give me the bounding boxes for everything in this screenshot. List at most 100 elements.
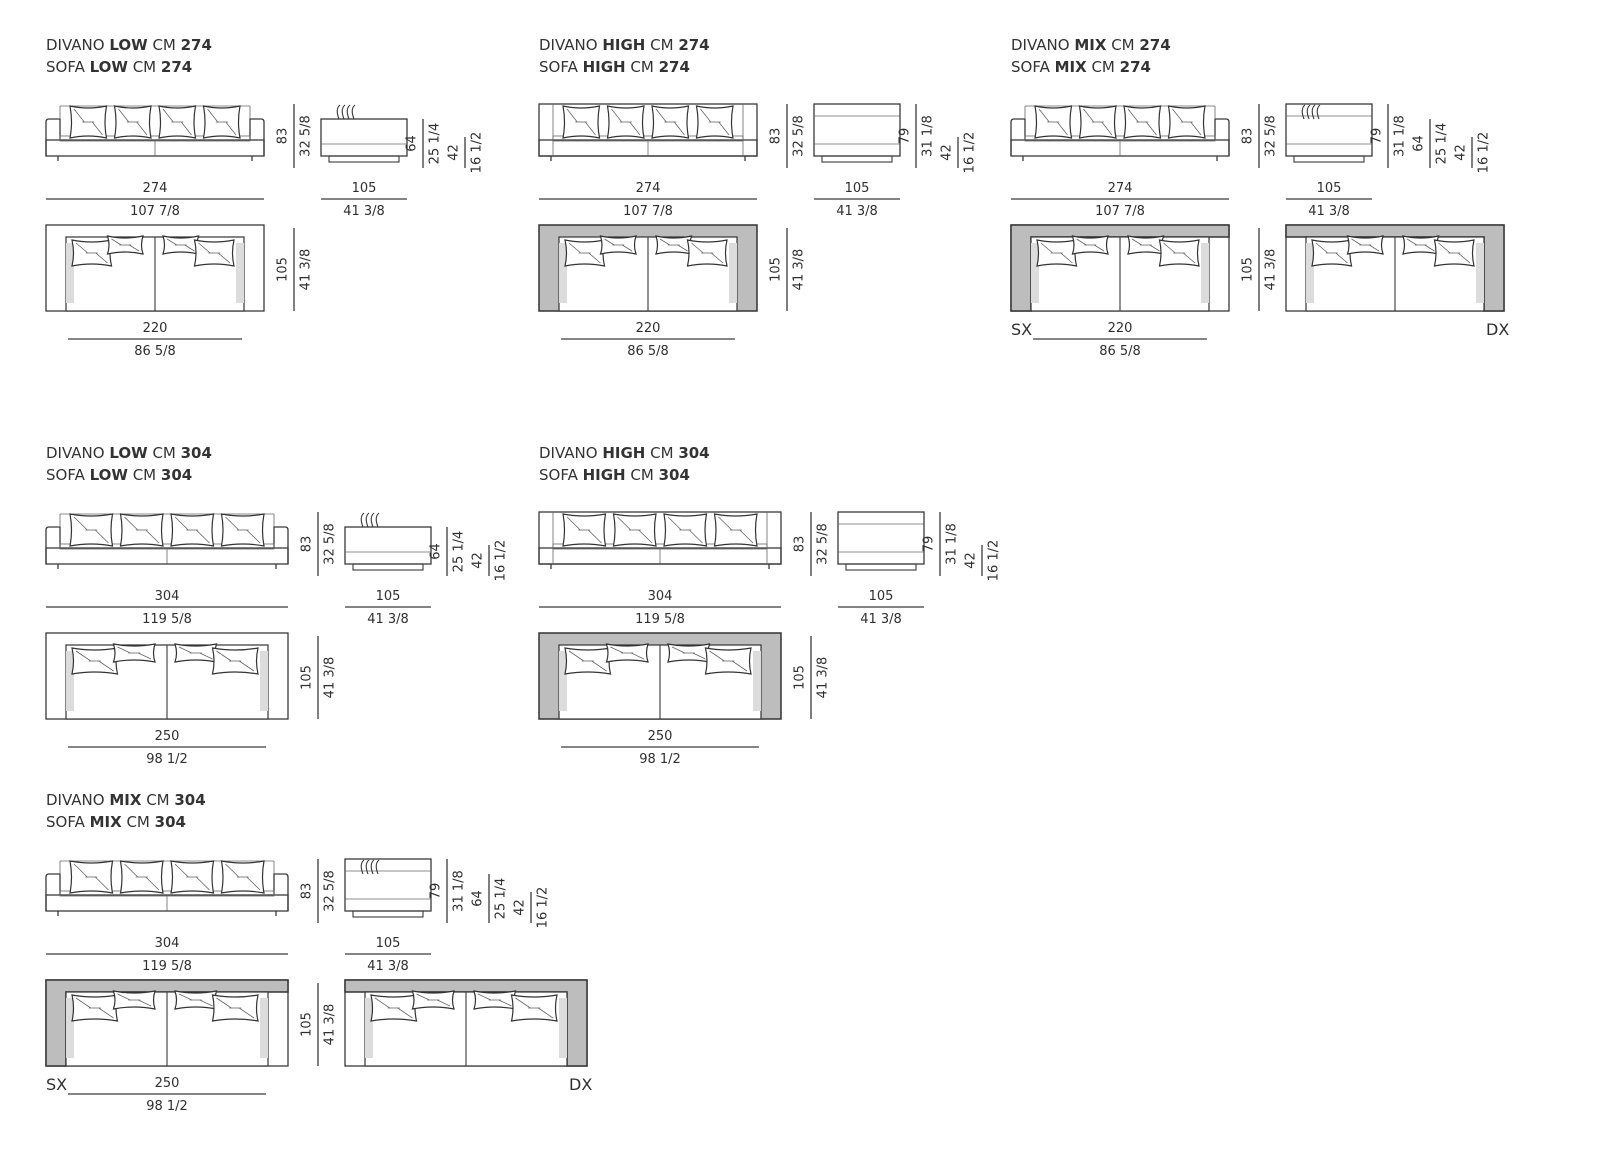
side-view [320,104,408,163]
cushion-crease [709,650,725,662]
dimension-in: 41 3/8 [299,249,314,291]
cushion-crease [1040,242,1054,254]
cushion-crease [498,999,512,1007]
title-part-mid: CM [128,58,161,76]
dimension-cm: 64 [405,135,420,152]
dimension-in: 119 5/8 [142,959,192,974]
dimension-cm: 79 [1370,128,1385,145]
dimension-cm: 250 [155,729,180,744]
top-view [45,224,265,312]
cushion-crease [655,108,667,123]
arm-shadow [1306,243,1314,303]
back-cushion-lines [1316,104,1321,120]
dimension-in: 41 3/8 [323,1004,338,1046]
cushion-crease [117,646,131,654]
title-part-pre: SOFA [46,466,90,484]
dimension-cm: 304 [155,589,180,604]
dimension-in: 32 5/8 [323,870,338,912]
title-part-bold: LOW [109,444,148,462]
back-cushion-lines [341,104,346,120]
side-plinth [1293,155,1365,163]
cushion-crease [75,242,89,254]
cushion-crease [1438,242,1451,254]
dimension-cm: 42 [940,144,955,161]
dimension-cm: 105 [300,1012,315,1037]
front-view [45,860,289,916]
title-part-mid: CM [122,813,155,831]
cushion-crease [225,863,240,878]
cushion-crease [397,1007,413,1019]
title-part-mid: CM [141,791,174,809]
dimension-in: 41 3/8 [836,204,878,219]
side-plinth [821,155,893,163]
arm-shadow [66,651,74,711]
group-title: DIVANO HIGH CM 304 [539,444,710,462]
cushion-crease [588,252,601,264]
cushion-crease [124,516,139,531]
arm-shadow [559,998,567,1058]
dimension-cm: 304 [155,936,180,951]
top-view [45,632,289,720]
side-plinth [352,563,424,571]
cushion-crease [1101,121,1113,136]
side-high-block [1285,103,1373,157]
dimension-cm: 83 [1241,128,1256,145]
back-cushion-lines [365,512,370,528]
dimension-in: 31 1/8 [921,115,936,157]
sx-label: SX [1011,320,1032,339]
cushion-crease [688,529,703,544]
cushion-crease [124,863,139,878]
cushion-crease [538,1007,554,1019]
arm-shadow [66,998,74,1058]
dimension-cm: 105 [845,181,870,196]
cushion-crease [710,252,724,264]
title-part-num: 304 [174,791,205,809]
title-part-num: 274 [678,36,709,54]
top-view [1010,224,1230,312]
side-low-block [320,118,408,157]
cushion-crease [1149,244,1160,252]
seat-cushion-line [59,135,251,142]
dimension-in: 32 5/8 [323,523,338,565]
cushion-crease [207,108,219,123]
back-cushion-lines [336,104,341,120]
cushion-crease [1172,108,1184,123]
sofa-arms [1010,118,1230,156]
cushion-crease [217,252,231,264]
title-part-bold: LOW [109,36,148,54]
dimension-cm: 220 [1108,321,1133,336]
back-cushion-lines [370,859,375,875]
dimension-in: 98 1/2 [639,752,681,767]
title-part-num: 304 [181,444,212,462]
cushion-crease [174,516,189,531]
dimension-cm: 42 [513,899,528,916]
side-plinth [328,155,400,163]
dimension-in: 31 1/8 [945,523,960,565]
horizontal-dimension: 304 119 5/8 [46,936,288,974]
cushion-crease [136,121,148,136]
cushion-crease [1131,238,1142,246]
title-part-pre: SOFA [539,466,583,484]
cushion-crease [587,529,602,544]
cushion-crease [732,660,748,672]
cushion-crease [1182,252,1196,264]
cushion-crease [691,242,704,254]
title-part-bold: MIX [1055,58,1088,76]
cushion-crease [166,238,177,246]
group-title: SOFA MIX CM 274 [1011,58,1151,76]
cushion-crease [129,244,140,252]
front-view [45,513,289,569]
cushion-crease [604,238,615,246]
title-part-num: 274 [161,58,192,76]
